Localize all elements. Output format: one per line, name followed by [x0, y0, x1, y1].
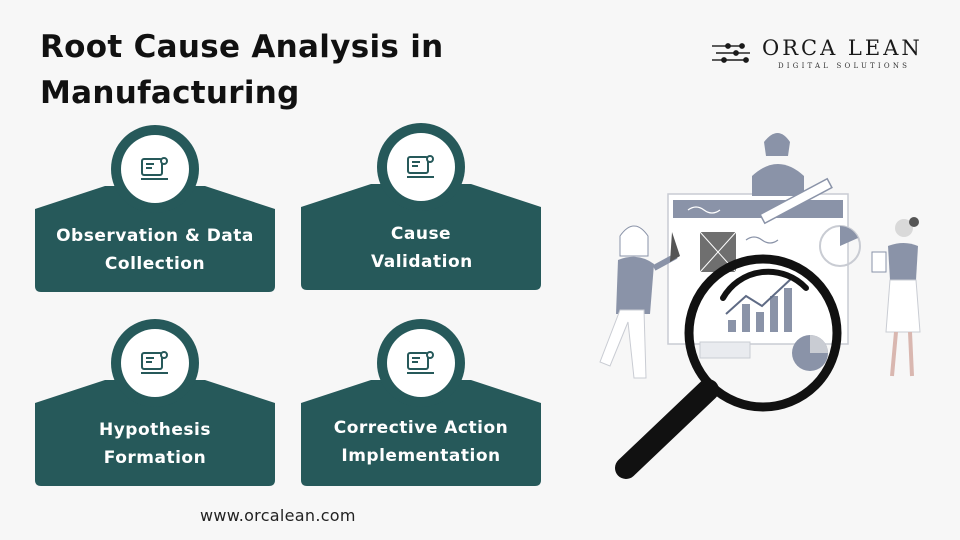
circuit-logo-icon: [712, 43, 750, 63]
step-card-validation: Cause Validation: [301, 122, 541, 292]
step-label: Hypothesis Formation: [99, 420, 211, 468]
card-shape: [301, 319, 541, 486]
document-terminal-icon: [131, 145, 179, 193]
step-card-corrective: Corrective Action Implementation: [301, 318, 541, 488]
step-label: Cause Validation: [371, 224, 473, 272]
document-terminal-icon: [397, 339, 445, 387]
card-shape: [35, 319, 275, 486]
step-label: Observation & Data Collection: [56, 226, 254, 274]
page-title: Root Cause Analysis in Manufacturing: [40, 29, 444, 111]
step-card-observation: Observation & Data Collection: [35, 124, 275, 294]
brand-logo: ORCA LEAN DIGITAL SOLUTIONS: [712, 36, 932, 76]
step-label: Corrective Action Implementation: [333, 418, 509, 466]
step-card-hypothesis: Hypothesis Formation: [35, 318, 275, 488]
brand-tagline: DIGITAL SOLUTIONS: [778, 62, 911, 70]
card-shape: [35, 125, 275, 292]
card-shape: [301, 123, 541, 290]
website-url[interactable]: www.orcalean.com: [200, 506, 356, 525]
brand-name: ORCA LEAN: [762, 36, 923, 60]
document-terminal-icon: [131, 339, 179, 387]
document-terminal-icon: [397, 143, 445, 191]
analysis-illustration: [599, 133, 921, 479]
